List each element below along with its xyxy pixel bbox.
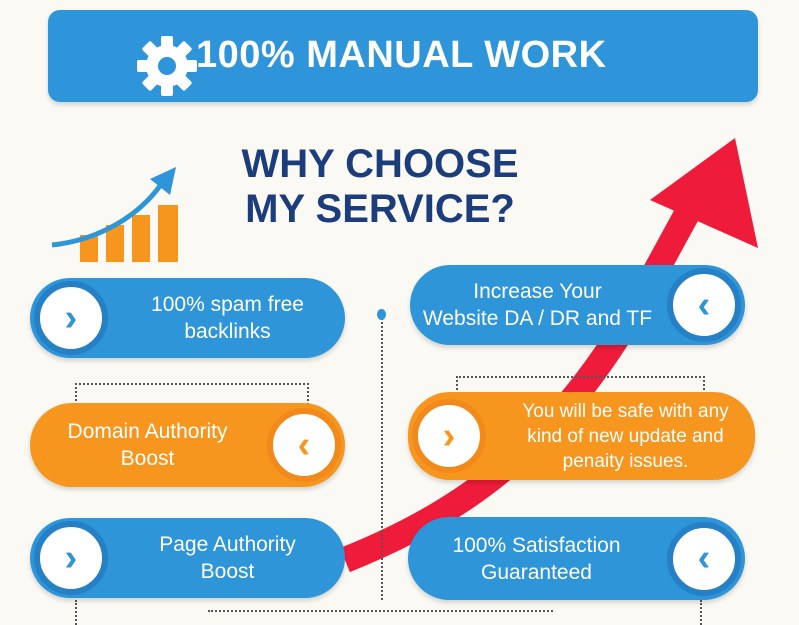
connector-line (75, 600, 77, 625)
feature-text: 100% spam free (151, 293, 304, 316)
feature-text: Website DA / DR and TF (422, 307, 653, 330)
feature-text: kind of new update and (527, 425, 724, 447)
page-title: WHY CHOOSE MY SERVICE? (150, 142, 610, 232)
gear-icon (137, 36, 197, 96)
feature-text: penaity issues. (562, 450, 689, 472)
bracket-left (75, 383, 309, 405)
chevron-right-icon: › (412, 399, 486, 473)
feature-text: Boost (200, 560, 255, 583)
title-line-1: WHY CHOOSE (241, 142, 519, 186)
banner: 100% MANUAL WORK (48, 10, 758, 102)
connector-line (381, 318, 383, 600)
feature-text: Increase Your (473, 280, 602, 303)
chevron-left-icon: ‹ (267, 408, 341, 482)
chevron-left-icon: ‹ (667, 521, 741, 596)
feature-text: backlinks (184, 320, 271, 343)
feature-text: 100% Satisfaction (452, 533, 621, 557)
chevron-right-icon: › (34, 281, 108, 355)
title-line-2: MY SERVICE? (245, 187, 515, 231)
feature-text: Page Authority (159, 533, 296, 556)
growth-chart-icon (51, 167, 178, 262)
feature-text: Domain Authority (67, 420, 228, 443)
chevron-left-icon: ‹ (667, 268, 741, 342)
chevron-right-icon: › (34, 521, 108, 595)
connector-dot (377, 309, 386, 320)
feature-safe-updates: › You will be safe with any kind of new u… (408, 392, 755, 480)
feature-text: Guaranteed (481, 560, 592, 584)
feature-text: Boost (120, 447, 175, 470)
banner-text: 100% MANUAL WORK (196, 34, 607, 76)
feature-text: You will be safe with any (522, 400, 729, 422)
connector-line (700, 600, 702, 625)
bottom-line (208, 610, 553, 612)
bracket-right (456, 376, 705, 398)
feature-spam-free: › 100% spam free backlinks (30, 278, 345, 358)
